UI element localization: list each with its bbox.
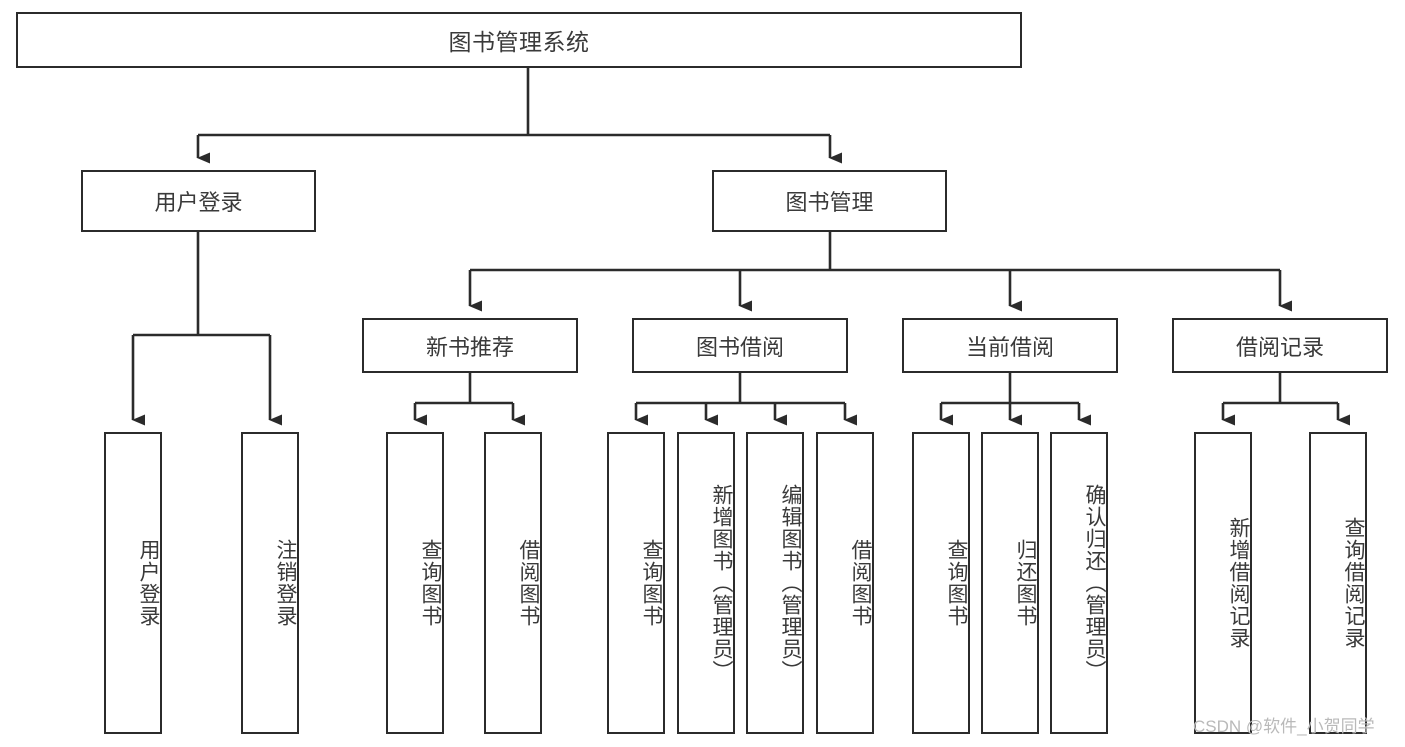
leaf-label: 借阅图书 xyxy=(517,539,540,627)
node-borrow-record-label: 借阅记录 xyxy=(1235,334,1324,360)
node-new-book-recommend-label: 新书推荐 xyxy=(425,334,514,360)
node-book-management-label: 图书管理 xyxy=(785,190,874,215)
leaf-label: 查询图书 xyxy=(945,539,968,627)
leaf-label: 新增借阅记录 xyxy=(1227,517,1250,649)
node-user-login[interactable]: 用户登录 xyxy=(81,170,316,232)
leaf-label: 查询图书 xyxy=(419,539,442,627)
node-current-borrow[interactable]: 当前借阅 xyxy=(902,318,1118,373)
leaf-label: 归还图书 xyxy=(1014,539,1037,627)
node-book-borrow-label: 图书借阅 xyxy=(695,334,784,360)
leaf-user-login-logout[interactable]: 注销登录 xyxy=(241,432,299,734)
leaf-current-return-book[interactable]: 归还图书 xyxy=(981,432,1039,734)
leaf-new-book-query[interactable]: 查询图书 xyxy=(386,432,444,734)
node-root-system[interactable]: 图书管理系统 xyxy=(16,12,1022,68)
leaf-borrow-borrow-book[interactable]: 借阅图书 xyxy=(816,432,874,734)
leaf-current-query-book[interactable]: 查询图书 xyxy=(912,432,970,734)
leaf-current-confirm-return-admin[interactable]: 确认归还（管理员） xyxy=(1050,432,1108,734)
leaf-record-add[interactable]: 新增借阅记录 xyxy=(1194,432,1252,734)
leaf-new-book-borrow[interactable]: 借阅图书 xyxy=(484,432,542,734)
node-current-borrow-label: 当前借阅 xyxy=(965,334,1054,360)
leaf-label: 确认归还（管理员） xyxy=(1083,484,1106,682)
csdn-watermark: CSDN @软件_小贺同学 xyxy=(1193,717,1375,736)
leaf-borrow-query-book[interactable]: 查询图书 xyxy=(607,432,665,734)
leaf-label: 借阅图书 xyxy=(849,539,872,627)
leaf-borrow-edit-book-admin[interactable]: 编辑图书（管理员） xyxy=(746,432,804,734)
leaf-label: 查询图书 xyxy=(640,539,663,627)
node-root-label: 图书管理系统 xyxy=(448,29,590,55)
leaf-label: 查询借阅记录 xyxy=(1342,517,1365,649)
node-user-login-label: 用户登录 xyxy=(154,190,243,215)
leaf-label: 新增图书（管理员） xyxy=(710,484,733,682)
node-book-borrow[interactable]: 图书借阅 xyxy=(632,318,848,373)
leaf-borrow-add-book-admin[interactable]: 新增图书（管理员） xyxy=(677,432,735,734)
leaf-record-query[interactable]: 查询借阅记录 xyxy=(1309,432,1367,734)
node-new-book-recommend[interactable]: 新书推荐 xyxy=(362,318,578,373)
leaf-user-login-login[interactable]: 用户登录 xyxy=(104,432,162,734)
node-book-management[interactable]: 图书管理 xyxy=(712,170,947,232)
leaf-label: 用户登录 xyxy=(137,539,160,627)
leaf-label: 注销登录 xyxy=(274,539,297,627)
leaf-label: 编辑图书（管理员） xyxy=(779,484,802,682)
node-borrow-record[interactable]: 借阅记录 xyxy=(1172,318,1388,373)
